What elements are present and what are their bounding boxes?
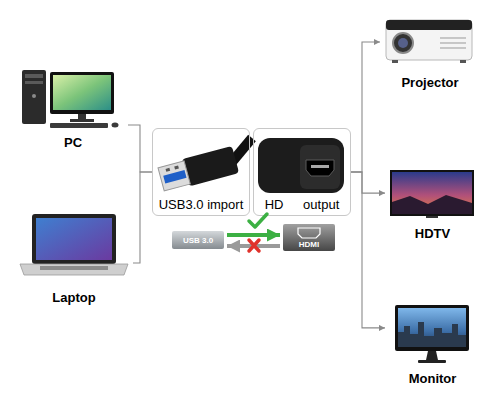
node-label: USB3.0 import: [159, 197, 244, 212]
bracket-connector: [133, 172, 152, 263]
computer-node: Laptop: [15, 210, 133, 305]
laptop-base: [20, 264, 128, 275]
projector-foot: [460, 60, 466, 63]
vent: [440, 48, 466, 49]
supported-direction-arrow: [227, 233, 280, 237]
projector-top: [386, 20, 472, 30]
unsupported-direction-arrow: [227, 244, 280, 248]
lens-glass: [398, 38, 408, 48]
projector-body: [386, 20, 472, 60]
monitor-screen: [398, 308, 466, 347]
laptop-keys: [40, 266, 108, 270]
drive-bay: [25, 81, 43, 84]
mouse: [112, 123, 119, 128]
laptop-icon: [20, 214, 128, 275]
connector-box: HD output: [253, 128, 351, 216]
monitor-screen: [53, 75, 111, 110]
node-label: USB 3.0: [183, 236, 213, 245]
tv-screen: [392, 172, 472, 214]
keyboard: [50, 123, 108, 128]
tv-frame: [390, 170, 474, 216]
monitor-frame: [395, 305, 469, 351]
usb-hole: [166, 168, 171, 172]
connectors: [128, 42, 385, 328]
laptop-screen: [36, 218, 112, 260]
node-label: Monitor: [409, 372, 457, 386]
monitor-frame: [50, 72, 114, 114]
tv-stand: [426, 216, 438, 218]
connector-box: USB3.0 import: [152, 128, 250, 216]
hdmi-adapter-illustration: [258, 138, 344, 193]
monitor-base: [418, 360, 446, 363]
hdmi-port-symbol: [298, 228, 320, 238]
usb-housing: [182, 146, 239, 187]
node-label: PC: [64, 136, 82, 150]
hdmi-pins: [311, 165, 329, 168]
port-chip: HDMI: [283, 224, 335, 251]
display-node: Projector: [380, 10, 480, 90]
display-node: Monitor: [385, 298, 480, 386]
laptop-lid: [32, 214, 116, 264]
node-label: Projector: [401, 76, 458, 90]
adapter-body: [258, 138, 344, 193]
pc-tower: [22, 70, 46, 124]
monitor-icon: [395, 305, 469, 363]
port-chip: USB 3.0: [172, 231, 224, 249]
projector-foot: [392, 60, 398, 63]
usb-shell: [158, 161, 190, 191]
node-label: HDMI: [299, 240, 319, 249]
node-label: Laptop: [52, 291, 95, 305]
hdtv-icon: [390, 170, 474, 218]
usb-tongue: [163, 170, 186, 183]
usb-plug-illustration: [157, 138, 252, 193]
display-node: HDTV: [385, 165, 480, 241]
usb-hole: [174, 166, 179, 170]
projector-icon: [386, 20, 472, 63]
node-label: HD output: [265, 197, 340, 212]
vent: [440, 43, 466, 44]
pc-icon: [22, 70, 119, 128]
monitor-stand: [426, 351, 438, 360]
computer-node: PC: [18, 62, 128, 150]
hdmi-chip-face: [283, 224, 335, 251]
node-label: HDTV: [415, 227, 450, 241]
bracket-connector: [351, 172, 385, 328]
monitor-stand: [78, 114, 86, 119]
bracket-connector: [128, 125, 152, 172]
tv-scenery: [392, 195, 472, 214]
adapter-face: [300, 145, 340, 189]
bracket-connector: [351, 172, 385, 193]
monitor-base: [70, 119, 94, 122]
city-skyline: [398, 322, 466, 347]
bracket-connector: [351, 42, 380, 172]
power-button: [32, 94, 36, 98]
cross-mark: [249, 240, 259, 251]
projector-lens: [393, 33, 413, 53]
vent: [440, 38, 466, 39]
hdmi-port: [306, 160, 334, 176]
usb-chip-face: [172, 231, 224, 249]
check-mark: [249, 214, 267, 227]
drive-bay: [25, 74, 43, 78]
